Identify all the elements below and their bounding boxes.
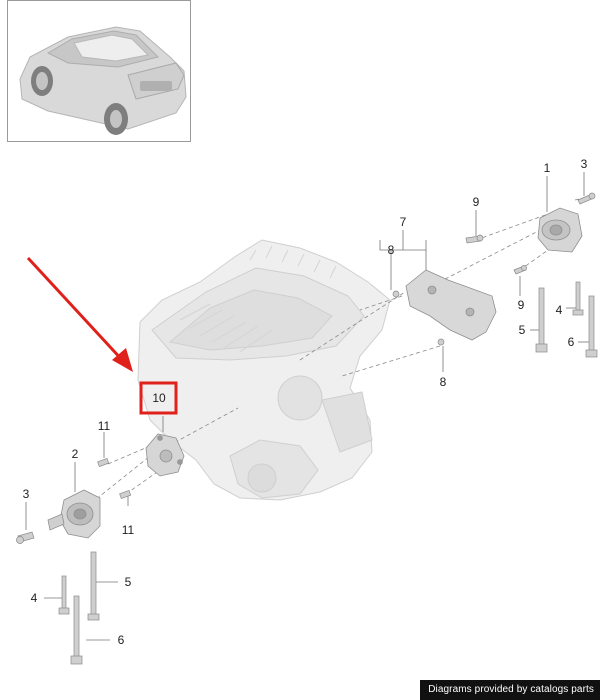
callout-8[interactable]: 8 — [388, 243, 395, 257]
highlight-box — [139, 381, 178, 415]
callout-11[interactable]: 11 — [122, 523, 135, 537]
engine-block — [137, 239, 391, 501]
bolts[interactable] — [16, 192, 598, 665]
engine-bracket[interactable] — [405, 269, 497, 341]
highlight-arrow — [26, 256, 133, 372]
callout-1[interactable]: 1 — [544, 161, 551, 175]
engine-mount-left[interactable] — [47, 489, 101, 539]
callout-9[interactable]: 9 — [518, 298, 525, 312]
engine-mount-right[interactable] — [537, 207, 583, 253]
callout-8[interactable]: 8 — [440, 375, 447, 389]
car-icon — [19, 26, 187, 135]
callout-6[interactable]: 6 — [568, 335, 575, 349]
callout-5[interactable]: 5 — [125, 575, 132, 589]
callout-labels: 1 3 9 7 8 9 4 5 6 8 10 11 2 3 11 5 4 6 — [23, 157, 588, 647]
vehicle-thumbnail — [7, 0, 191, 142]
callout-4[interactable]: 4 — [31, 591, 38, 605]
mount-bracket-10[interactable] — [145, 433, 185, 477]
callout-10[interactable]: 10 — [152, 391, 166, 405]
credit-banner: Diagrams provided by catalogs parts — [420, 680, 600, 700]
callout-11[interactable]: 11 — [98, 419, 111, 433]
callout-3[interactable]: 3 — [23, 487, 30, 501]
callout-7[interactable]: 7 — [400, 215, 407, 229]
callout-3[interactable]: 3 — [581, 157, 588, 171]
callout-9[interactable]: 9 — [473, 195, 480, 209]
callout-6[interactable]: 6 — [118, 633, 125, 647]
leader-lines — [25, 172, 592, 641]
callout-2[interactable]: 2 — [72, 447, 79, 461]
callout-4[interactable]: 4 — [556, 303, 563, 317]
callout-5[interactable]: 5 — [519, 323, 526, 337]
